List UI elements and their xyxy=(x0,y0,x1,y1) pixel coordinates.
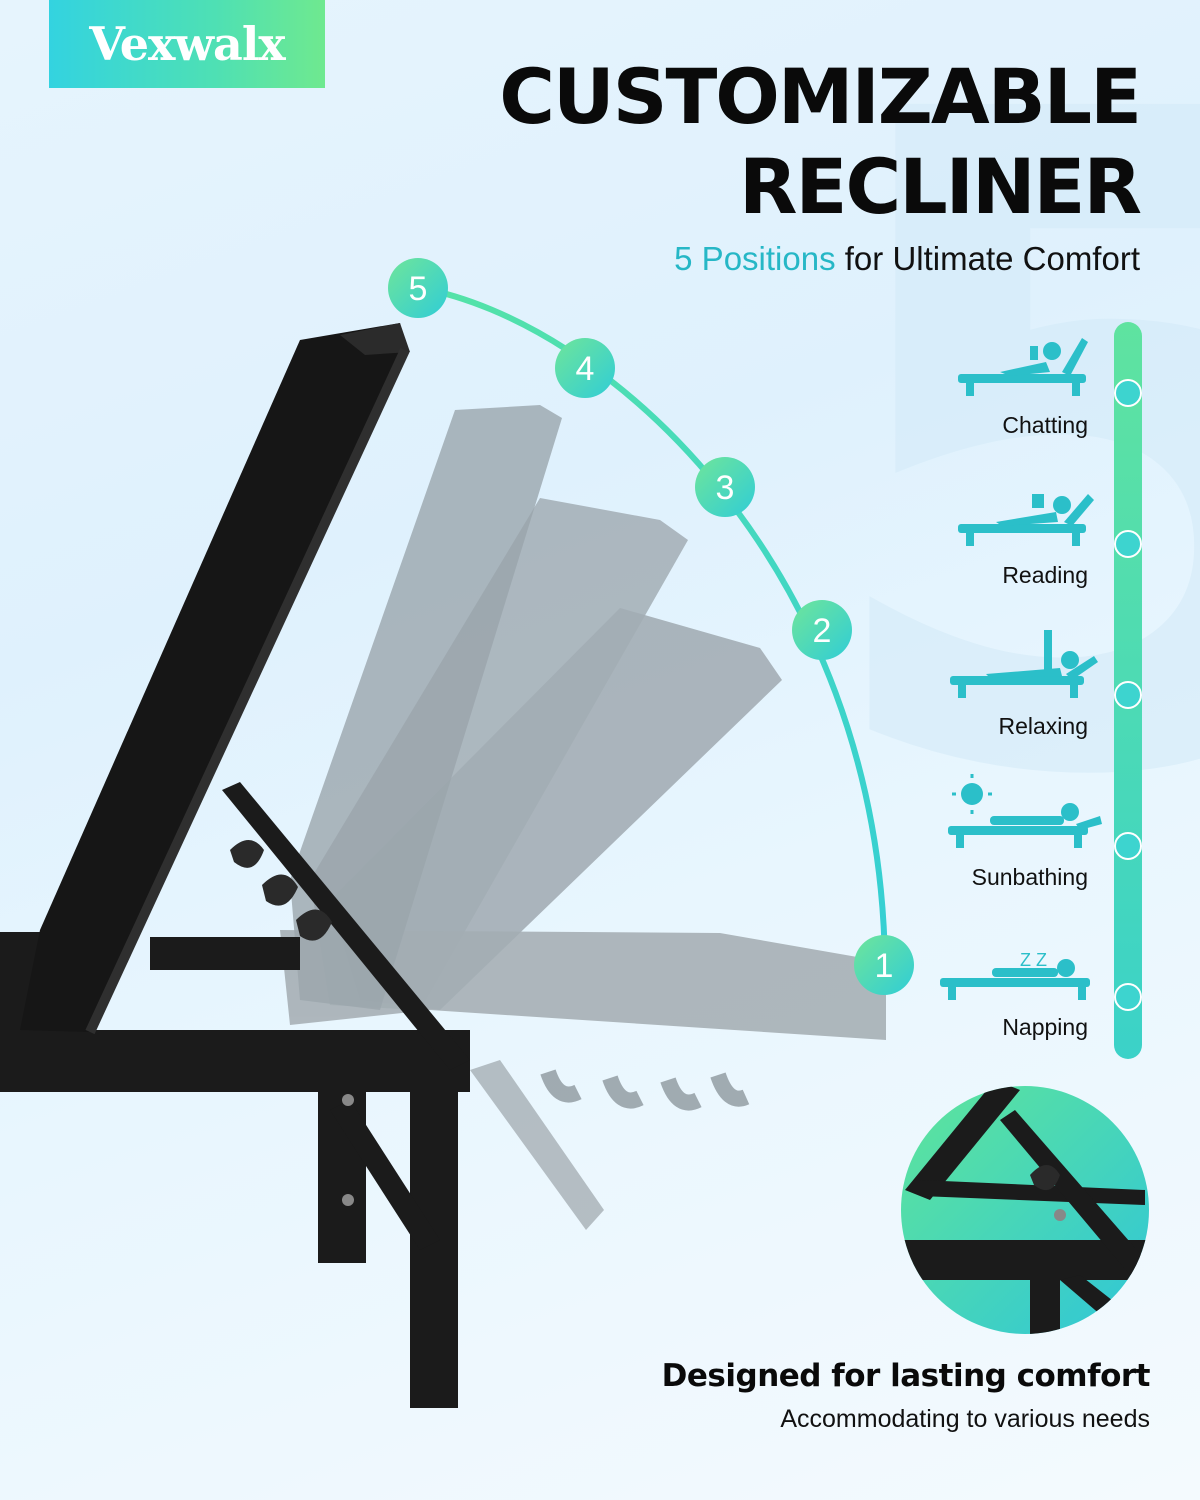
position-number-text: 3 xyxy=(716,469,735,507)
person-napping-zzz-icon: Z Z xyxy=(940,950,1090,1000)
person-sitting-chatting-icon xyxy=(958,338,1088,396)
person-relaxing-drink-icon xyxy=(950,630,1098,698)
position-number-badge xyxy=(792,600,852,660)
position-number-text: 2 xyxy=(813,612,832,650)
gauge-marker xyxy=(1114,379,1142,407)
gauge-marker xyxy=(1114,681,1142,709)
person-reading-book-icon xyxy=(958,494,1094,546)
position-label-napping: Napping xyxy=(1002,1014,1088,1040)
ghost-backrests xyxy=(280,405,886,1230)
position-number-badge xyxy=(695,457,755,517)
gauge-marker xyxy=(1114,832,1142,860)
position-number-text: 1 xyxy=(875,947,894,985)
position-label-sunbathing: Sunbathing xyxy=(971,864,1088,890)
position-number-badge xyxy=(555,338,615,398)
position-number-text: 5 xyxy=(409,270,428,308)
position-label-chatting: Chatting xyxy=(1002,412,1088,438)
title-line-1: CUSTOMIZABLE xyxy=(499,52,1142,141)
position-icons: Z Z xyxy=(940,338,1102,1000)
footer-title: Designed for lasting comfort xyxy=(661,1358,1151,1394)
position-number-badge xyxy=(388,258,448,318)
gauge-marker xyxy=(1114,983,1142,1011)
subtitle-accent: 5 Positions xyxy=(674,240,836,277)
position-number-badges: 5 4 3 2 1 xyxy=(388,258,914,995)
subtitle-rest: for Ultimate Comfort xyxy=(835,240,1140,277)
position-number-badge xyxy=(854,935,914,995)
gauge-markers xyxy=(1114,379,1142,1011)
gauge-marker xyxy=(1114,530,1142,558)
position-label-relaxing: Relaxing xyxy=(998,713,1089,739)
subtitle: 5 Positions for Ultimate Comfort xyxy=(674,240,1140,278)
backrest-upright xyxy=(20,323,410,1035)
page-title: CUSTOMIZABLE RECLINER xyxy=(499,52,1142,232)
footer-subtitle: Accommodating to various needs xyxy=(780,1405,1150,1433)
chair-frame xyxy=(0,782,470,1408)
position-label-reading: Reading xyxy=(1002,562,1088,588)
nap-z-text: Z Z xyxy=(1020,950,1047,970)
position-number-text: 4 xyxy=(576,350,595,388)
person-sunbathing-sun-icon xyxy=(948,774,1102,848)
brand-logo: Vexwalx xyxy=(49,0,325,88)
zoom-detail-circle xyxy=(901,1086,1149,1334)
title-line-2: RECLINER xyxy=(739,142,1142,231)
